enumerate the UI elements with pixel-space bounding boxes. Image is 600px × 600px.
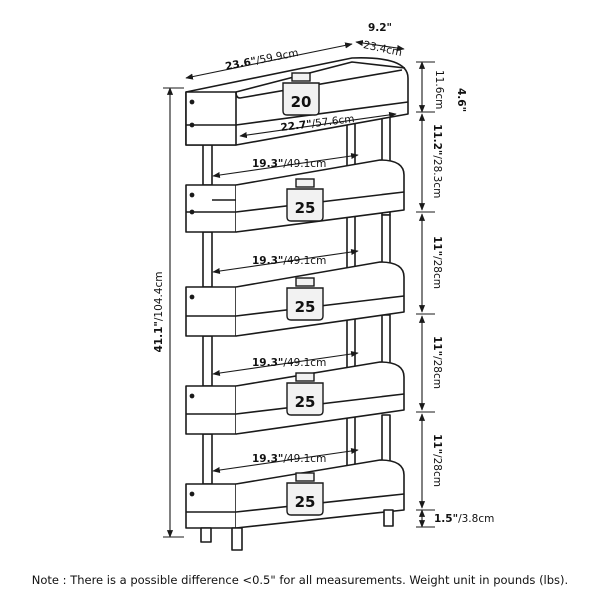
- shelf-4-label: 11"/28cm: [431, 434, 443, 487]
- shelf-2-label: 11"/28cm: [431, 236, 443, 289]
- weight-icon: 25: [286, 472, 324, 516]
- weight-icon: 25: [286, 372, 324, 416]
- inner-width-label: 19.3"/49.1cm: [252, 255, 326, 267]
- depth-label-cm: 23.4cm: [362, 39, 403, 59]
- measurement-note: Note : There is a possible difference <0…: [31, 573, 569, 587]
- shelf-1-label: 11.2"/28.3cm: [431, 124, 443, 198]
- inner-width-label: 19.3"/49.1cm: [252, 453, 326, 465]
- weight-icon: 25: [286, 178, 324, 222]
- weight-icon: 25: [286, 277, 324, 321]
- weight-label: 25: [295, 199, 316, 217]
- weight-label: 25: [295, 493, 316, 511]
- height-label: 41.1"/104.4cm: [153, 272, 165, 353]
- weights: 20 25 25 25 25: [282, 72, 324, 516]
- leg-label: 1.5"/3.8cm: [434, 513, 494, 525]
- top-rail-label-cm: 11.6cm: [433, 70, 445, 109]
- width-label: 23.6"/59.9cm: [224, 47, 299, 73]
- dimension-lines: [163, 39, 435, 538]
- inner-width-label: 19.3"/49.1cm: [252, 158, 326, 170]
- weight-label: 25: [295, 393, 316, 411]
- depth-label-in: 9.2": [368, 22, 392, 34]
- shelf-3-label: 11"/28cm: [431, 336, 443, 389]
- inner-width-label: 19.3"/49.1cm: [252, 357, 326, 369]
- weight-label: 20: [291, 93, 312, 111]
- top-rail-label-in: 4.6": [455, 88, 467, 112]
- legs: [200, 509, 394, 551]
- weight-label: 25: [295, 298, 316, 316]
- top-inner-label: 22.7"/57.6cm: [280, 113, 355, 134]
